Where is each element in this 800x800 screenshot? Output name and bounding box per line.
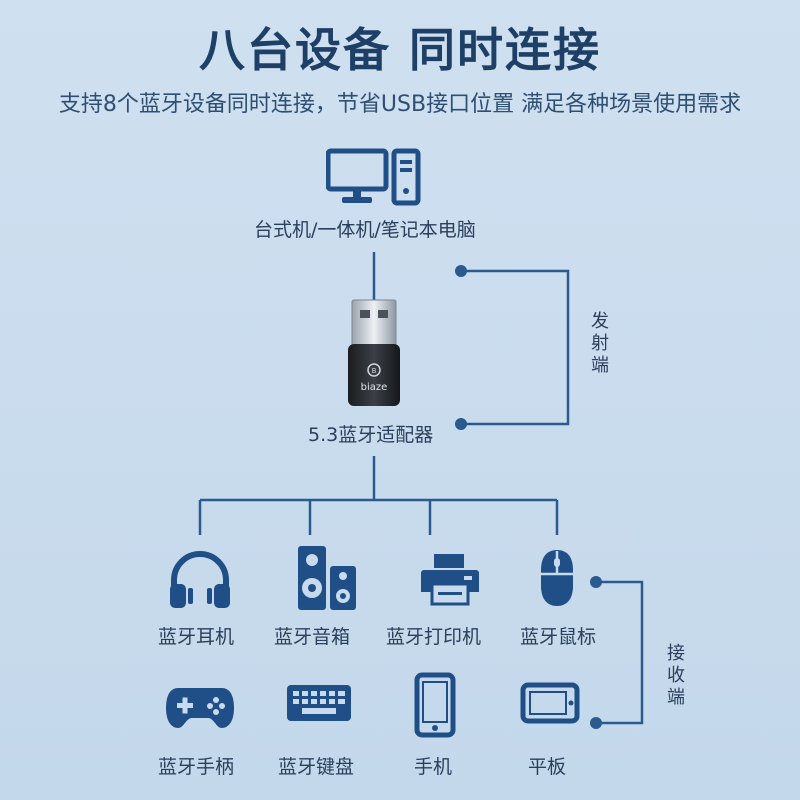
tablet-icon (520, 682, 580, 724)
transmit-bracket (461, 269, 570, 426)
receive-bracket (596, 580, 644, 725)
device-label-gamepad: 蓝牙手柄 (158, 756, 235, 778)
transmit-side-label: 发射端 (591, 311, 609, 376)
printer-icon (421, 554, 479, 606)
host-label: 台式机/一体机/笔记本电脑 (254, 219, 476, 241)
desktop-computer-icon (326, 148, 421, 206)
device-label-phone: 手机 (414, 756, 453, 778)
receive-dot-top (590, 576, 602, 588)
device-label-headphones: 蓝牙耳机 (158, 626, 235, 648)
speaker-icon (298, 546, 356, 610)
gamepad-icon (166, 688, 234, 728)
phone-icon (414, 672, 456, 738)
svg-text:B: B (372, 367, 377, 375)
device-label-mouse: 蓝牙鼠标 (520, 626, 597, 648)
headphones-icon (170, 551, 230, 608)
device-label-tablet: 平板 (528, 756, 567, 778)
page-title: 八台设备 同时连接 (198, 23, 601, 77)
transmit-dot-top (455, 265, 467, 277)
mouse-icon (541, 550, 573, 606)
usb-adapter-icon: B biaze (348, 299, 400, 406)
device-label-speaker: 蓝牙音箱 (274, 626, 351, 648)
receive-side-label: 接收端 (667, 643, 685, 708)
page-subtitle: 支持8个蓝牙设备同时连接，节省USB接口位置 满足各种场景使用需求 (58, 92, 742, 117)
receive-dot-bottom (590, 717, 602, 729)
adapter-brand: biaze (361, 382, 388, 393)
transmit-dot-bottom (455, 418, 467, 430)
device-label-printer: 蓝牙打印机 (386, 626, 482, 648)
device-label-keyboard: 蓝牙键盘 (278, 756, 355, 778)
adapter-label: 5.3蓝牙适配器 (308, 424, 434, 446)
keyboard-icon (287, 685, 351, 721)
